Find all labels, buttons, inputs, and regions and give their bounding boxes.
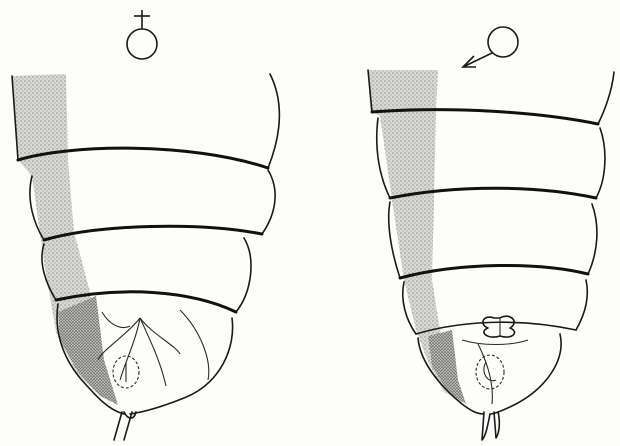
- male-symbol-icon: [463, 27, 518, 67]
- female-symbol-icon: [127, 10, 157, 59]
- female-abdomen-drawing: [12, 74, 280, 440]
- male-abdomen-drawing: [368, 70, 614, 440]
